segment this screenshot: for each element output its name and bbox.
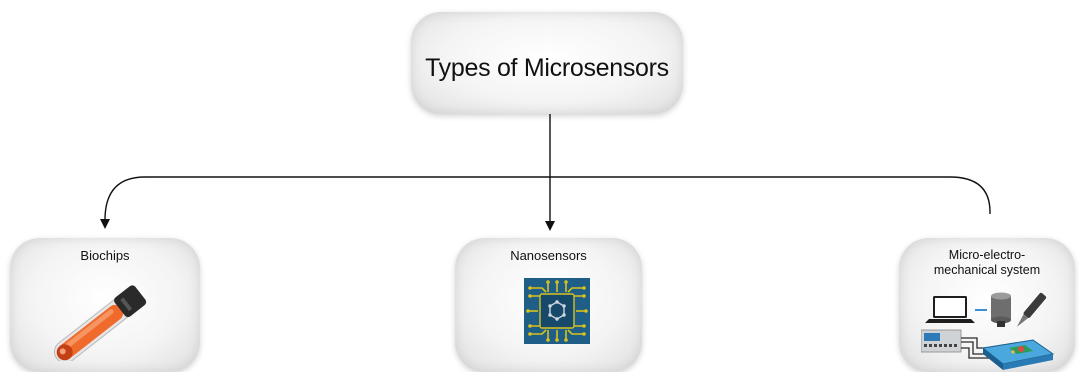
node-title: Nanosensors bbox=[510, 248, 587, 263]
node-biochips: Biochips bbox=[10, 238, 200, 372]
cylinder-device-icon bbox=[991, 292, 1011, 327]
node-title: Micro-electro- mechanical system bbox=[899, 248, 1075, 278]
node-title: Biochips bbox=[80, 248, 130, 263]
laptop-icon bbox=[925, 296, 975, 323]
node-title-line-1: Micro-electro- bbox=[948, 248, 1026, 262]
test-tube-icon bbox=[53, 285, 147, 361]
node-title-line-2: mechanical system bbox=[933, 263, 1041, 277]
root-title: Types of Microsensors bbox=[425, 54, 669, 82]
node-nanosensors: Nanosensors bbox=[455, 238, 642, 372]
connector-to-mems bbox=[550, 176, 991, 214]
pipette-icon bbox=[1016, 292, 1047, 327]
mems-equipment-icon bbox=[921, 292, 1055, 370]
microchip-icon bbox=[524, 278, 590, 344]
root-node: Types of Microsensors bbox=[411, 12, 683, 114]
chip-platform-icon bbox=[981, 339, 1055, 370]
connector-to-biochips bbox=[100, 176, 550, 229]
node-mems: Micro-electro- mechanical system bbox=[899, 238, 1075, 372]
instrument-panel-icon bbox=[921, 329, 962, 353]
